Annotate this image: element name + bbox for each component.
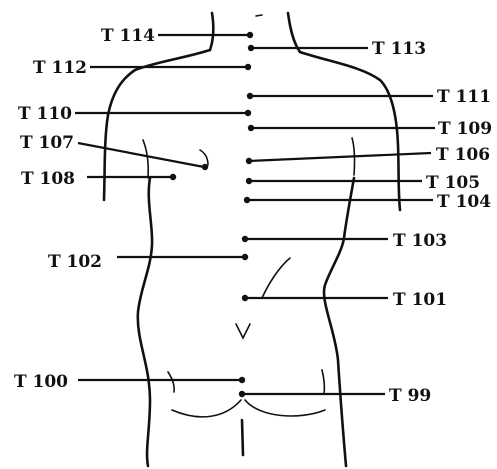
point-t100: T 100 — [14, 372, 245, 392]
point-t107: T 107 — [20, 133, 208, 170]
point-label: T 113 — [372, 39, 426, 59]
point-label: T 111 — [437, 87, 491, 107]
left-hip-curve — [168, 372, 174, 392]
point-t112: T 112 — [33, 58, 251, 78]
point-t111: T 111 — [247, 87, 491, 107]
point-label: T 103 — [393, 231, 447, 251]
point-label: T 110 — [18, 104, 72, 124]
right-waist-mark — [262, 258, 290, 298]
right-torso-line — [324, 178, 354, 466]
point-label: T 105 — [426, 173, 480, 193]
sacrum-v — [236, 324, 250, 338]
point-label: T 112 — [33, 58, 87, 78]
left-armpit-mark — [200, 150, 208, 165]
point-t114: T 114 — [101, 26, 253, 46]
point-label: T 109 — [438, 119, 492, 139]
neck-left-line — [210, 13, 213, 50]
left-torso-line — [138, 178, 152, 466]
point-label: T 107 — [20, 133, 74, 153]
hair-mark — [256, 15, 262, 16]
neck-right-line — [288, 13, 300, 52]
point-label: T 114 — [101, 26, 155, 46]
point-label: T 100 — [14, 372, 68, 392]
point-t104: T 104 — [244, 192, 491, 212]
point-t105: T 105 — [246, 173, 480, 193]
point-t106: T 106 — [246, 145, 490, 165]
point-label: T 99 — [389, 386, 431, 406]
point-t99: T 99 — [239, 386, 431, 406]
point-label: T 108 — [21, 169, 75, 189]
point-t110: T 110 — [18, 104, 251, 124]
gluteal-cleft — [242, 420, 243, 455]
point-label: T 101 — [393, 290, 447, 310]
left-scapula-line — [143, 140, 148, 178]
point-label: T 106 — [436, 145, 490, 165]
right-hip-curve — [322, 370, 324, 394]
right-buttock-curve — [245, 400, 325, 416]
point-label: T 102 — [48, 252, 102, 272]
left-buttock-curve — [172, 400, 241, 417]
point-t101: T 101 — [242, 290, 447, 310]
point-t108: T 108 — [21, 169, 176, 189]
right-shoulder-line — [300, 52, 400, 210]
point-t113: T 113 — [248, 39, 426, 59]
point-label: T 104 — [437, 192, 491, 212]
point-t109: T 109 — [248, 119, 492, 139]
